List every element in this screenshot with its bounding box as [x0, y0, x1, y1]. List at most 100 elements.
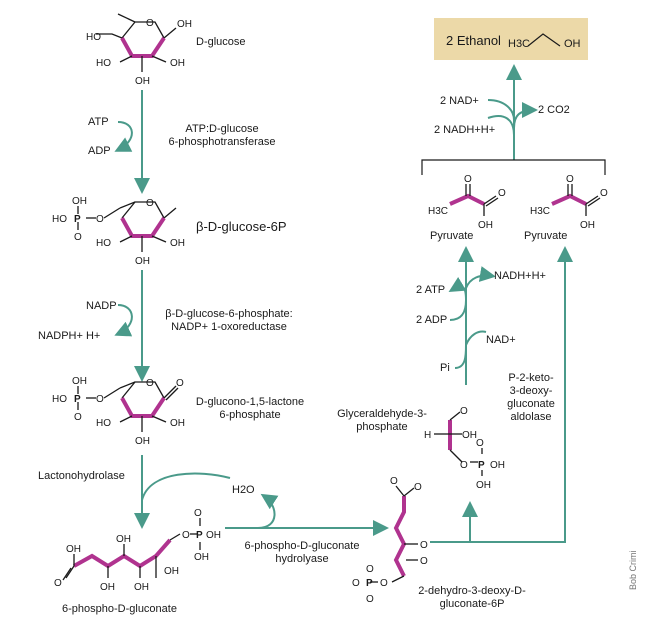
g6p-o-dbl: O: [74, 232, 82, 243]
pyr-r-h3c: H3C: [530, 206, 550, 217]
label-glucose6p: β-D-glucose-6P: [196, 219, 287, 234]
lac-ho-p: HO: [52, 394, 67, 405]
main-arrows: [114, 64, 573, 543]
gluconate-structure: OH O OH OH OH OH O P O OH OH: [54, 508, 221, 593]
label-pyruvate-left: Pyruvate: [430, 230, 474, 242]
ethanol-product-box: [434, 18, 588, 60]
water-label: H2O: [232, 484, 255, 496]
g3p-structure: O H OH O P OH O OH: [424, 406, 505, 491]
cofactor-2nad: 2 NAD+: [440, 95, 479, 107]
glucose-structure: HO O OH HO OH OH: [86, 13, 192, 87]
label-g3p: Glyceraldehyde-3-phosphate: [337, 408, 427, 433]
kdpg-o-p2: O: [366, 564, 374, 575]
label-pyruvate-right: Pyruvate: [524, 230, 568, 242]
label-glucose: D-glucose: [196, 36, 246, 48]
ethanol-oh: OH: [564, 38, 581, 50]
pyruvate-right-structure: H3C O O OH: [530, 174, 608, 231]
g6p-oh-p: OH: [72, 196, 87, 207]
g3p-oh-p1: OH: [490, 460, 505, 471]
gluc-oh-3: OH: [100, 582, 115, 593]
cofactor-2co2: 2 CO2: [538, 104, 570, 116]
pyr-l-oh: OH: [478, 220, 493, 231]
kdpg-o-1: O: [390, 476, 398, 487]
cofactor-adp: ADP: [88, 145, 111, 157]
g6p-oh-3: OH: [135, 256, 150, 267]
enzyme-g6pdh: β-D-glucose-6-phosphate:NADP+ 1-oxoreduc…: [165, 308, 293, 333]
ethanol-h3c: H3C: [508, 38, 531, 50]
g3p-o-dbl: O: [476, 438, 484, 449]
kdpg-o-link: O: [380, 578, 388, 589]
cofactor-nadp: NADP: [86, 300, 117, 312]
cofactor-atp: ATP: [88, 116, 109, 128]
pyruvate-left-structure: H3C O O OH: [428, 174, 506, 231]
gluc-o-link: O: [182, 530, 190, 541]
kdpg-o-3: O: [420, 556, 428, 567]
cofactor-2atp: 2 ATP: [416, 284, 446, 296]
cofactor-2adp: 2 ADP: [416, 314, 448, 326]
ethanol-label: 2 Ethanol: [446, 33, 501, 48]
gluc-oh-5: OH: [164, 566, 179, 577]
kdpg-o-keto: O: [420, 540, 428, 551]
kdpg-o-2: O: [414, 482, 422, 493]
gluc-oh-p2: OH: [194, 552, 209, 563]
g6p-o-link: O: [96, 214, 104, 225]
label-kdpg: 2-dehydro-3-deoxy-D-gluconate-6P: [418, 585, 526, 610]
glucose-ho-1: HO: [86, 32, 101, 43]
lac-ho-2: HO: [96, 418, 111, 429]
enzyme-lactonase: Lactonohydrolase: [38, 470, 125, 482]
artist-credit: Bob Crimi: [628, 550, 638, 590]
g3p-oh: OH: [462, 430, 477, 441]
glucose-ho-2: HO: [96, 58, 111, 69]
glucose-oh-2: OH: [170, 58, 185, 69]
lac-oh-2: OH: [170, 418, 185, 429]
g3p-p: P: [478, 460, 485, 471]
g6p-ring-o: O: [146, 198, 154, 209]
glucose-oh-1: OH: [177, 19, 192, 30]
cofactor-pi: Pi: [440, 362, 450, 374]
lactone-structure: OH HO P O O O O HO OH OH: [52, 376, 185, 447]
g3p-o-link: O: [460, 460, 468, 471]
label-gluconate: 6-phospho-D-gluconate: [62, 603, 177, 615]
cofactor-nadh-lower: NADH+H+: [494, 270, 546, 282]
gluc-o-dbl: O: [194, 508, 202, 519]
pyr-r-o: O: [600, 188, 608, 199]
pyr-l-o: O: [498, 188, 506, 199]
pyr-r-o-keto: O: [566, 174, 574, 185]
lac-o-link: O: [96, 394, 104, 405]
ethanol-bonds: [527, 33, 561, 47]
glucose-ring-o: O: [146, 18, 154, 29]
g6p-ho-2: HO: [96, 238, 111, 249]
g6p-oh-2: OH: [170, 238, 185, 249]
glucose-oh-3: OH: [135, 76, 150, 87]
cofactor-nad-lower: NAD+: [486, 334, 516, 346]
kdpg-o-p3: O: [366, 594, 374, 605]
kdpg-p: P: [366, 578, 373, 589]
kdpg-structure: O O O O O P O O O: [352, 476, 428, 605]
pyr-l-h3c: H3C: [428, 206, 448, 217]
g3p-o: O: [460, 406, 468, 417]
kdpg-o-p1: O: [352, 578, 360, 589]
g6p-p: P: [74, 214, 81, 225]
lac-keto-o: O: [176, 378, 184, 389]
lac-ring-o: O: [146, 378, 154, 389]
gluc-o-1: O: [54, 578, 62, 589]
gluc-p: P: [196, 530, 203, 541]
lac-o-dbl: O: [74, 412, 82, 423]
glucose6p-structure: OH HO P O O O HO OH OH: [52, 196, 185, 267]
cofactor-2nadh: 2 NADH+H+: [434, 124, 496, 136]
pyr-r-oh: OH: [580, 220, 595, 231]
cofactor-nadph: NADPH+ H+: [38, 330, 101, 342]
gluc-oh-2: OH: [116, 534, 131, 545]
lac-p: P: [74, 394, 81, 405]
gluc-oh-4: OH: [134, 582, 149, 593]
g3p-h: H: [424, 430, 431, 441]
g3p-oh-p2: OH: [476, 480, 491, 491]
g6p-ho-p: HO: [52, 214, 67, 225]
pyr-l-o-keto: O: [464, 174, 472, 185]
gluc-oh-p1: OH: [206, 530, 221, 541]
